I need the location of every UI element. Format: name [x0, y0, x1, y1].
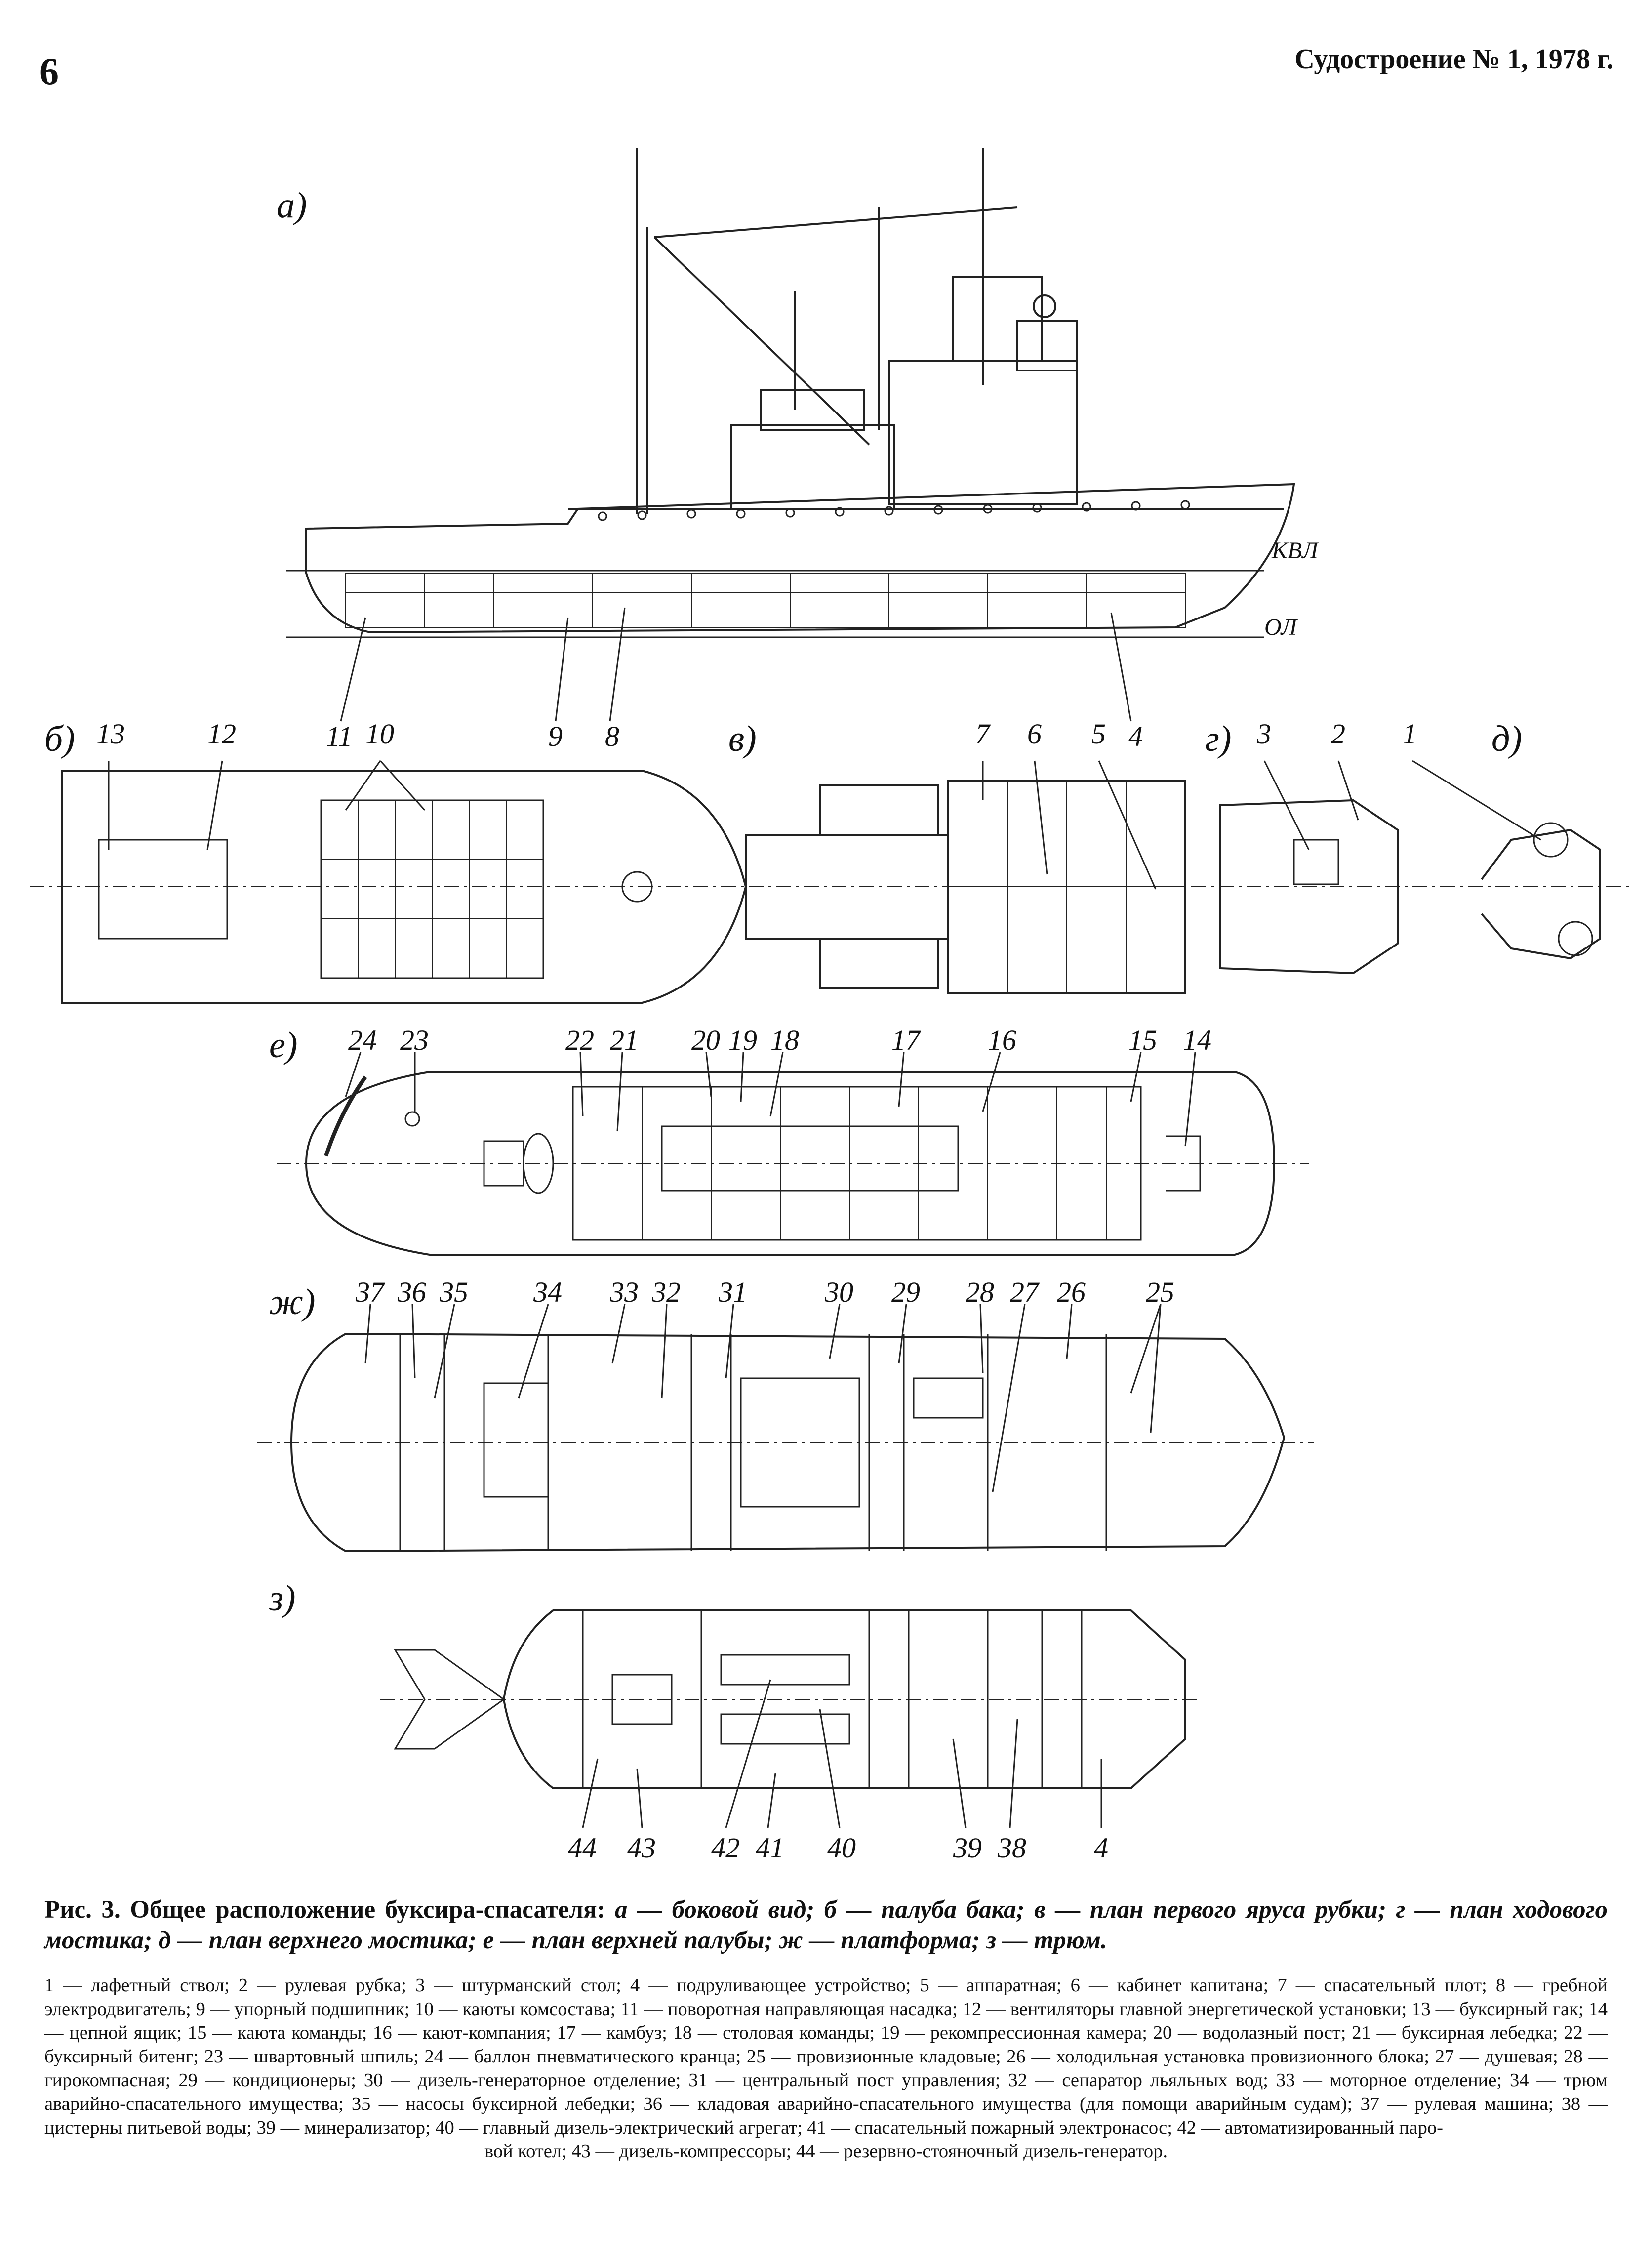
callout-22: 22 — [565, 1024, 594, 1056]
waterline-ol: ОЛ — [1264, 614, 1298, 640]
callout-25: 25 — [1146, 1276, 1174, 1308]
caption-prefix: Рис. 3. Общее расположение буксира-спаса… — [44, 1896, 605, 1924]
callout-14: 14 — [1183, 1024, 1211, 1056]
callout-37: 37 — [355, 1276, 385, 1308]
figure-legend: 1 — лафетный ствол; 2 — рулевая рубка; 3… — [44, 1974, 1608, 2163]
callout-28: 28 — [966, 1276, 994, 1308]
callout-5: 5 — [1091, 718, 1106, 750]
callout-6: 6 — [1027, 718, 1042, 750]
callout-8: 8 — [605, 720, 619, 752]
callout-33: 33 — [609, 1276, 639, 1308]
callout-41: 41 — [756, 1832, 784, 1864]
view-label-v: в) — [728, 719, 757, 759]
callout-27: 27 — [1010, 1276, 1040, 1308]
journal-header: Судостроение № 1, 1978 г. — [1294, 44, 1613, 75]
callout-42: 42 — [711, 1832, 740, 1864]
callout-10: 10 — [365, 718, 394, 750]
callout-20: 20 — [691, 1024, 720, 1056]
callout-36: 36 — [397, 1276, 426, 1308]
callout-35: 35 — [439, 1276, 468, 1308]
callout-34: 34 — [533, 1276, 562, 1308]
figure-caption: Рис. 3. Общее расположение буксира-спаса… — [44, 1894, 1608, 1956]
callout-21: 21 — [610, 1024, 639, 1056]
view-label-zh: ж) — [269, 1282, 315, 1322]
callout-4-hold: 4 — [1094, 1832, 1108, 1864]
callout-32: 32 — [651, 1276, 681, 1308]
callout-16: 16 — [988, 1024, 1016, 1056]
callout-13: 13 — [96, 718, 125, 750]
callout-23: 23 — [400, 1024, 429, 1056]
plan-platform: ж) 37 36 35 3 — [257, 1276, 1314, 1553]
callout-24: 24 — [348, 1024, 377, 1056]
view-label-d: д) — [1491, 719, 1522, 759]
view-label-z: з) — [269, 1578, 296, 1619]
callout-40: 40 — [827, 1832, 856, 1864]
callout-11: 11 — [326, 720, 353, 752]
view-label-b: б) — [44, 719, 75, 759]
callout-17: 17 — [891, 1024, 921, 1056]
legend-body: 1 — лафетный ствол; 2 — рулевая рубка; 3… — [44, 1975, 1608, 2138]
ship-arrangement-drawing: а) — [30, 148, 1630, 1864]
callout-1: 1 — [1403, 718, 1417, 750]
callout-38: 38 — [997, 1832, 1026, 1864]
callout-9: 9 — [548, 720, 563, 752]
callout-2: 2 — [1331, 718, 1345, 750]
callout-12: 12 — [207, 718, 236, 750]
callout-30: 30 — [824, 1276, 853, 1308]
caption-text: а — боковой вид; б — палуба бака; в — пл… — [44, 1896, 1608, 1954]
legend-last-line: вой котел; 43 — дизель-компрессоры; 44 —… — [484, 2141, 1168, 2162]
waterline-kvl: КВЛ — [1271, 537, 1319, 564]
callout-43: 43 — [627, 1832, 656, 1864]
callout-39: 39 — [953, 1832, 982, 1864]
side-view: а) — [277, 148, 1319, 752]
callout-18: 18 — [770, 1024, 799, 1056]
callout-26: 26 — [1057, 1276, 1086, 1308]
view-label-g: г) — [1205, 719, 1232, 759]
page-number: 6 — [40, 50, 59, 93]
callout-29: 29 — [891, 1276, 920, 1308]
callout-3: 3 — [1256, 718, 1271, 750]
callout-44: 44 — [568, 1832, 597, 1864]
callout-31: 31 — [718, 1276, 747, 1308]
callout-19: 19 — [728, 1024, 757, 1056]
plan-row-forecastle: б) в) г) д) — [30, 718, 1630, 1004]
callout-15: 15 — [1128, 1024, 1157, 1056]
view-label-e: е) — [269, 1025, 298, 1066]
view-label-a: а) — [277, 185, 307, 226]
callout-7: 7 — [975, 718, 991, 750]
plan-hold: з) 44 43 42 41 40 39 38 4 — [269, 1578, 1200, 1864]
plan-upper-deck: е) 24 23 22 21 — [269, 1024, 1309, 1256]
callout-4-side: 4 — [1128, 720, 1143, 752]
